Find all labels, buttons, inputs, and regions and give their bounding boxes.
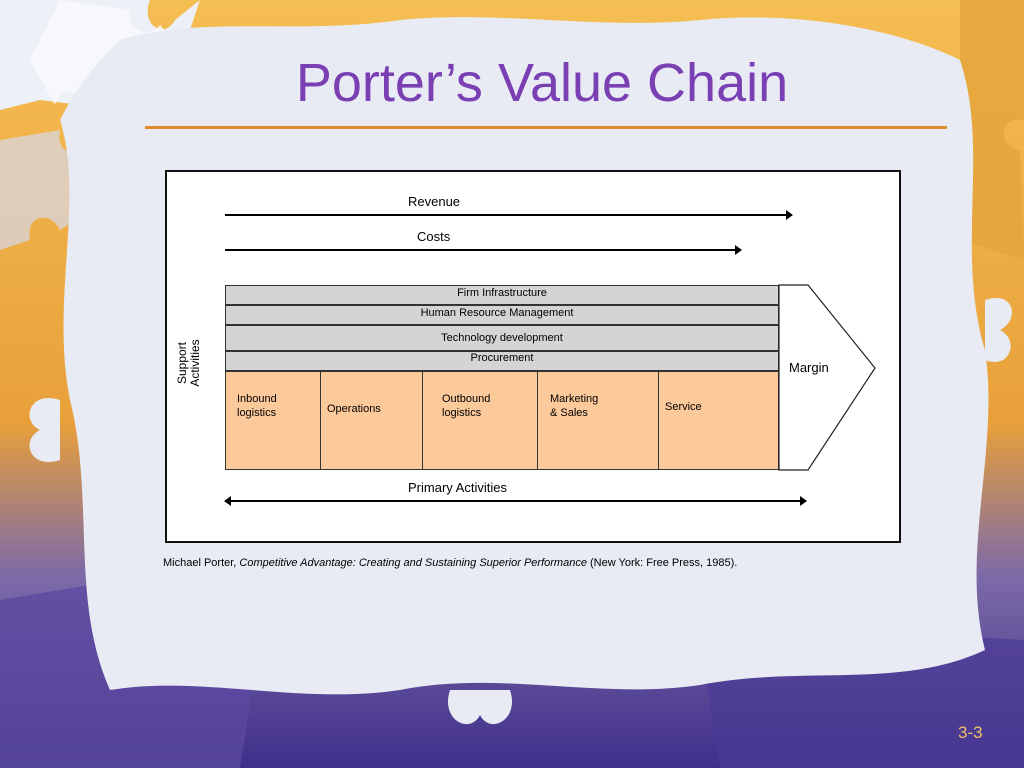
support-row-label: Firm Infrastructure	[457, 287, 547, 299]
primary-activities-arrow-head-left	[224, 496, 231, 506]
primary-cell-inbound-logistics: Inbound logistics	[225, 371, 321, 470]
citation-publisher: (New York: Free Press, 1985).	[586, 557, 738, 569]
revenue-arrow-head	[786, 210, 793, 220]
citation-work: Competitive Advantage: Creating and Sust…	[239, 557, 587, 569]
revenue-label: Revenue	[408, 194, 461, 209]
margin-chevron	[778, 284, 876, 471]
primary-activities-label: Primary Activities	[408, 480, 507, 495]
support-row-label: Human Resource Management	[420, 307, 574, 319]
support-row-label: Technology development	[441, 332, 563, 344]
primary-cell-label: Operations	[327, 403, 381, 415]
primary-cell-label: Outbound logistics	[442, 393, 491, 419]
slide-title: Porter’s Value Chain	[295, 53, 789, 113]
primary-activities-arrow-line	[230, 500, 800, 502]
support-row-technology-development: Technology development	[225, 325, 779, 351]
citation-author: Michael Porter,	[163, 557, 240, 569]
primary-cell-service: Service	[658, 371, 779, 470]
revenue-arrow-line	[225, 214, 787, 216]
costs-arrow-head	[735, 245, 742, 255]
primary-cell-label: Service	[665, 401, 702, 413]
primary-activities-arrow-head-right	[800, 496, 807, 506]
costs-arrow-line	[225, 249, 735, 251]
primary-cell-label: Inbound logistics	[237, 393, 277, 419]
citation: Michael Porter, Competitive Advantage: C…	[163, 557, 737, 569]
primary-cell-operations: Operations	[320, 371, 423, 470]
costs-label: Costs	[417, 229, 451, 244]
support-row-hr-management: Human Resource Management	[225, 305, 779, 325]
title-divider	[145, 126, 947, 129]
slide-number: 3-3	[958, 723, 983, 742]
primary-cell-outbound-logistics: Outbound logistics	[422, 371, 538, 470]
primary-cell-marketing-sales: Marketing & Sales	[537, 371, 659, 470]
support-activities-label: Support Activities	[175, 339, 202, 387]
support-row-label: Procurement	[470, 352, 534, 364]
support-row-firm-infrastructure: Firm Infrastructure	[225, 285, 779, 305]
support-row-procurement: Procurement	[225, 351, 779, 371]
primary-cell-label: Marketing & Sales	[550, 393, 599, 419]
margin-label: Margin	[789, 360, 829, 375]
